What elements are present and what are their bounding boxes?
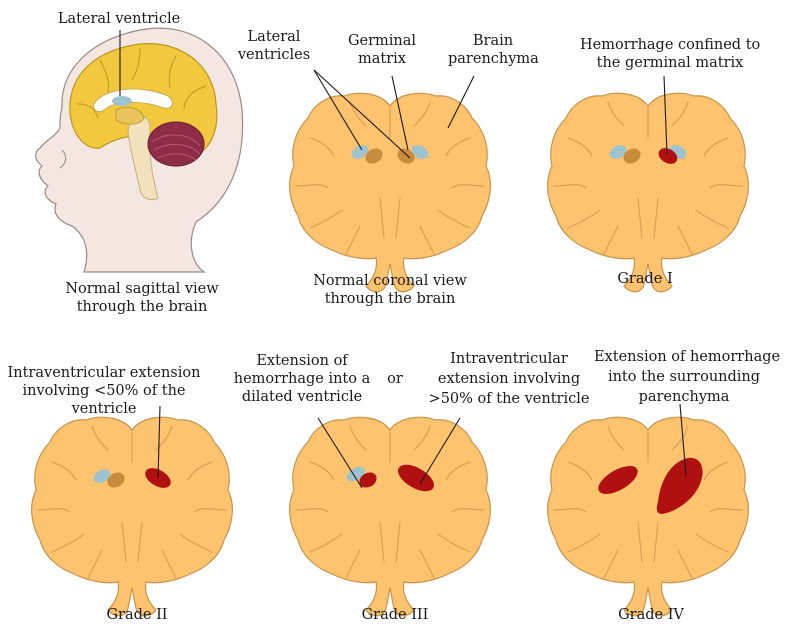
pointer-lines (119, 30, 687, 489)
label-hemorrhage-confined-2: the germinal matrix (596, 55, 744, 71)
grade3b-desc-1: Intraventricular (450, 351, 568, 367)
hemorrhage-grade-4-right (656, 457, 703, 514)
label-germinal-matrix-1: Germinal (347, 33, 417, 49)
grade4-desc-1: Extension of hemorrhage (594, 349, 781, 365)
grade2-desc-1: Intraventricular extension (7, 365, 201, 381)
thalamus (115, 106, 145, 125)
grade4-desc-3: parenchyma (638, 389, 730, 405)
corpus-callosum (93, 88, 173, 112)
caption-coronal-1: Normal coronal view (313, 273, 467, 289)
label-germinal-matrix-2: matrix (358, 51, 406, 67)
caption-grade-4: Grade IV (618, 607, 684, 623)
cerebellum (147, 121, 205, 167)
grade2-desc-3: ventricle (71, 401, 137, 417)
hemorrhage-grade-3-right (397, 464, 435, 492)
coronal-grade-3 (289, 416, 491, 617)
label-lateral-ventricles-2: ventricles (237, 47, 311, 63)
coronal-normal (289, 92, 491, 293)
grade3b-desc-2: extension involving (437, 371, 581, 387)
label-or: or (387, 371, 403, 387)
sagittal-lateral-ventricle (112, 96, 132, 106)
hemorrhage-grade-4-left (598, 466, 638, 494)
label-hemorrhage-confined-1: Hemorrhage confined to (580, 37, 761, 53)
grade3a-desc-2: hemorrhage into a (233, 371, 371, 387)
grade4-desc-2: into the surrounding (607, 369, 761, 385)
caption-coronal-2: through the brain (324, 291, 456, 307)
coronal-grade-2 (31, 416, 233, 617)
sagittal-head-illustration (35, 27, 244, 273)
grade3a-desc-1: Extension of (256, 353, 348, 369)
label-brain-parenchyma-1: Brain (472, 33, 514, 49)
label-brain-parenchyma-2: parenchyma (448, 51, 539, 67)
label-lateral-ventricle: Lateral ventricle (57, 11, 181, 27)
hemorrhage-grade-1 (658, 148, 678, 164)
coronal-grade-1 (547, 92, 749, 293)
grade3b-desc-3: >50% of the ventricle (428, 391, 590, 407)
caption-grade-1: Grade I (617, 271, 673, 287)
caption-sagittal-2: through the brain (76, 299, 208, 315)
brainstem (127, 114, 159, 201)
grade2-desc-2: involving <50% of the (22, 383, 186, 399)
caption-grade-3: Grade III (361, 607, 429, 623)
hemorrhage-grade-3-left (359, 472, 377, 488)
label-lateral-ventricles-1: Lateral (247, 29, 301, 45)
coronal-grade-4 (547, 416, 749, 617)
grade3a-desc-3: dilated ventricle (241, 389, 363, 405)
caption-sagittal-1: Normal sagittal view (65, 281, 219, 297)
caption-grade-2: Grade II (106, 607, 168, 623)
